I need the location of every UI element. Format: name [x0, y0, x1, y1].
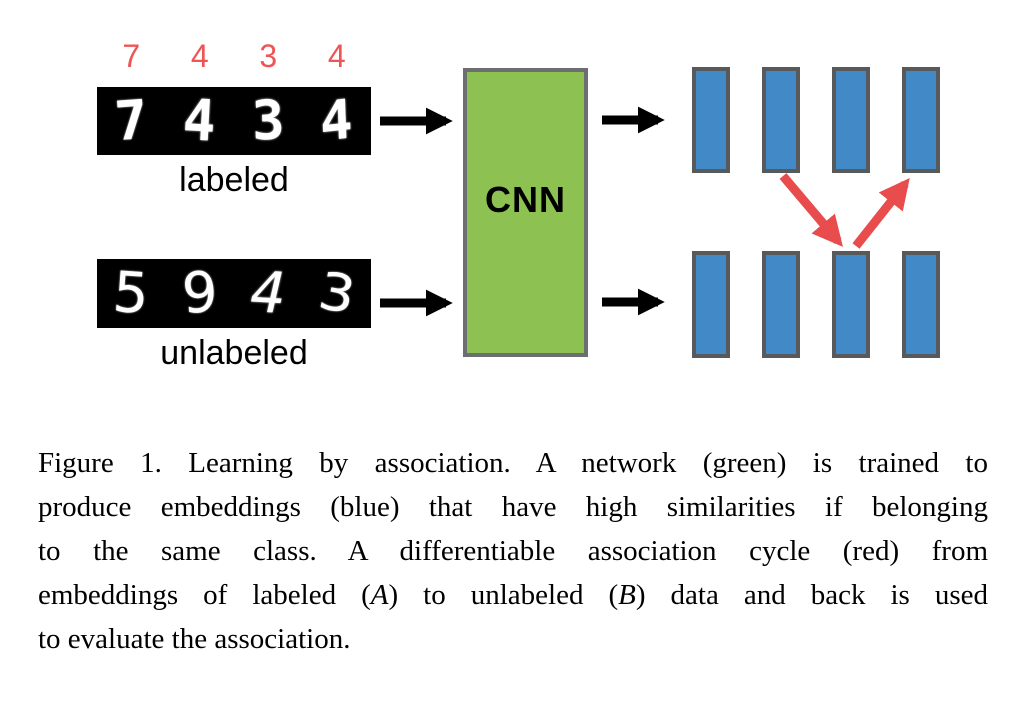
caption-text: ) data and back is used: [635, 579, 989, 611]
figure-caption: Figure 1. Learning by association. A net…: [38, 441, 988, 661]
mnist-digit: 4: [243, 259, 294, 327]
unlabeled-strip-label: unlabeled: [160, 334, 308, 372]
mnist-strip-labeled: 7 4 3 4: [97, 87, 371, 155]
caption-text: Figure 1. Learning by association. A net…: [38, 447, 988, 479]
embedding-bar: [902, 67, 940, 173]
mnist-digit: 9: [180, 259, 220, 327]
figure-diagram: 7 4 3 4 7 4 3 4 labeled 5 9 4 3 unlabele…: [97, 40, 940, 372]
class-label: 4: [190, 38, 209, 74]
caption-text: to the same class. A differentiable asso…: [38, 535, 988, 567]
caption-line: to the same class. A differentiable asso…: [38, 529, 988, 573]
cnn-box-label: CNN: [485, 178, 566, 220]
mnist-digit: 7: [112, 87, 150, 154]
caption-line: embeddings of labeled (A) to unlabeled (…: [38, 573, 988, 617]
mnist-digit: 4: [319, 87, 354, 154]
embedding-bar: [832, 251, 870, 358]
embedding-bar: [832, 67, 870, 173]
mnist-digit: 3: [314, 260, 360, 326]
mnist-strip-unlabeled: 5 9 4 3: [97, 259, 371, 328]
association-arrow-up-icon: [852, 177, 910, 249]
labeled-strip-label: labeled: [179, 161, 289, 199]
caption-math-var-a: A: [370, 579, 389, 611]
association-arrow-down-icon: [779, 173, 843, 247]
class-label: 3: [259, 38, 278, 74]
caption-line: Figure 1. Learning by association. A net…: [38, 441, 988, 485]
cnn-network-box: CNN: [463, 68, 588, 357]
caption-math-var-b: B: [618, 579, 636, 611]
embedding-bar: [692, 251, 730, 358]
caption-line: to evaluate the association.: [38, 617, 988, 661]
mnist-digit: 4: [181, 86, 218, 155]
caption-text: to evaluate the association.: [38, 623, 351, 655]
embedding-bar: [692, 67, 730, 173]
class-label: 7: [122, 38, 141, 74]
caption-text: ) to unlabeled (: [388, 579, 619, 611]
embedding-bar: [902, 251, 940, 358]
embedding-row-unlabeled: [692, 251, 940, 358]
class-label: 4: [327, 38, 346, 74]
embedding-bar: [762, 251, 800, 358]
embedding-bar: [762, 67, 800, 173]
caption-text: embeddings of labeled (: [38, 579, 371, 611]
caption-text: produce embeddings (blue) that have high…: [38, 491, 988, 523]
mnist-digit: 5: [111, 259, 152, 327]
embedding-row-labeled: [692, 67, 940, 173]
caption-line: produce embeddings (blue) that have high…: [38, 485, 988, 529]
class-label-row: 7 4 3 4: [97, 40, 371, 72]
mnist-digit: 3: [250, 88, 286, 153]
